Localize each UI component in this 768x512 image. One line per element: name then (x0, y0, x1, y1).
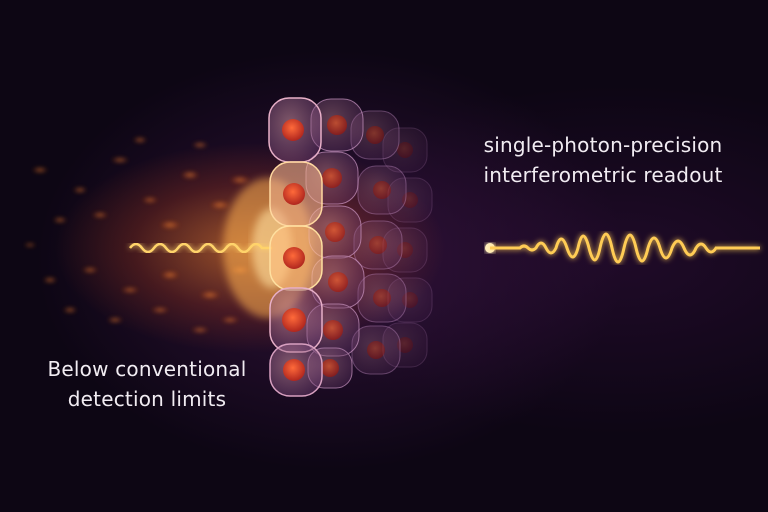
readout-caption-line1: single-photon-precision (483, 133, 723, 157)
detection-caption-line1: Below conventional (47, 357, 247, 381)
readout-caption: single-photon-precision interferometric … (468, 130, 738, 190)
detection-caption-line2: detection limits (67, 387, 227, 411)
readout-caption-line2: interferometric readout (483, 163, 723, 187)
detection-limit-caption: Below conventional detection limits (22, 354, 272, 414)
